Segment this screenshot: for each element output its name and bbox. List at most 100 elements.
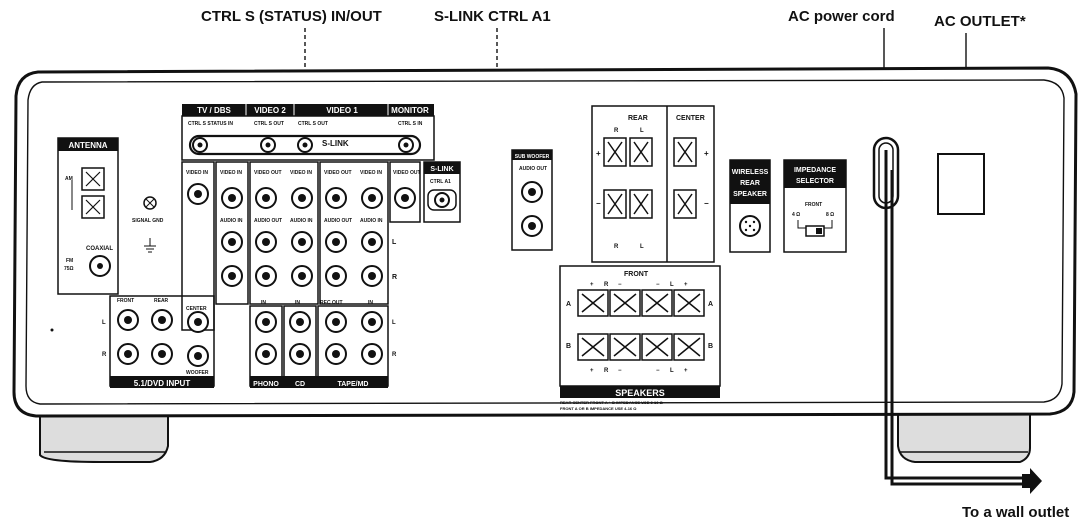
front-b-r-plus-terminal[interactable] bbox=[577, 333, 609, 361]
cd-label: CD bbox=[295, 381, 305, 388]
front-top-plus-r: + bbox=[590, 282, 594, 288]
front-bottom-l-label: L bbox=[670, 368, 674, 374]
phono-cd-tape-section: PHONO CD TAPE/MD IN IN REC OUT IN L R bbox=[249, 300, 397, 388]
center-plus-terminal[interactable] bbox=[673, 137, 697, 167]
front-b-left-label: B bbox=[566, 343, 571, 350]
monitor-video-out-label: VIDEO OUT bbox=[393, 170, 421, 176]
ctrl-s-out-label-v2: CTRL S OUT bbox=[254, 121, 284, 127]
callout-s-link-ctrl: S-LINK CTRL A1 bbox=[434, 8, 551, 25]
front-a-l-plus-terminal[interactable] bbox=[673, 289, 705, 317]
grid-l-label: L bbox=[392, 239, 397, 246]
ctrl-s-row: CTRL S STATUS IN CTRL S OUT CTRL S OUT C… bbox=[181, 115, 435, 161]
front-top-r-label: R bbox=[604, 282, 609, 288]
mon-video-in-label: VIDEO IN bbox=[360, 170, 382, 176]
rear-r-plus-terminal[interactable] bbox=[603, 137, 627, 167]
rear-l-minus-terminal[interactable] bbox=[629, 189, 653, 219]
speakers-label: SPEAKERS bbox=[615, 388, 665, 398]
ac-power-cord[interactable] bbox=[872, 136, 1042, 494]
callout-ac-outlet: AC OUTLET* bbox=[934, 13, 1026, 30]
rear-l-plus-terminal[interactable] bbox=[629, 137, 653, 167]
impedance-8ohm-label: 8 Ω bbox=[826, 212, 834, 218]
av-jack-grid: VIDEO IN VIDEO IN AUDIO IN VIDEO OUT VID… bbox=[181, 161, 421, 331]
ctrl-s-out-label-v1: CTRL S OUT bbox=[298, 121, 328, 127]
sub-woofer-audio-out: SUB WOOFER AUDIO OUT bbox=[511, 149, 553, 251]
wall-outlet-arrow-icon bbox=[1022, 468, 1042, 494]
dvd-woofer-label: WOOFER bbox=[186, 370, 209, 376]
am-terminal-lower[interactable] bbox=[81, 195, 105, 219]
fm-ohm-label: 75Ω bbox=[64, 266, 74, 272]
v2-audio-out-label: AUDIO OUT bbox=[254, 218, 282, 224]
center-minus-terminal[interactable] bbox=[673, 189, 697, 219]
video2-video-in-label: VIDEO IN bbox=[220, 170, 242, 176]
rear-minus-label: − bbox=[596, 199, 601, 208]
tape-r-label: R bbox=[392, 352, 397, 358]
front-a-r-plus-terminal[interactable] bbox=[577, 289, 609, 317]
wireless-label-1: WIRELESS bbox=[732, 169, 769, 176]
front-bottom-plus-l: + bbox=[684, 368, 688, 374]
signal-gnd-screw[interactable] bbox=[143, 196, 157, 210]
rear-r-top-label: R bbox=[614, 128, 619, 134]
front-speaker-label: FRONT bbox=[624, 271, 649, 278]
tape-audio-in-label: AUDIO IN bbox=[360, 218, 383, 224]
v1-video-in-label: VIDEO IN bbox=[290, 170, 312, 176]
feet bbox=[39, 411, 1031, 463]
rear-r-minus-terminal[interactable] bbox=[603, 189, 627, 219]
ground-icon bbox=[144, 238, 156, 253]
center-plus-label: + bbox=[704, 149, 709, 158]
ac-outlet[interactable] bbox=[937, 153, 985, 215]
video1-label: VIDEO 1 bbox=[326, 106, 358, 115]
front-b-l-plus-terminal[interactable] bbox=[673, 333, 705, 361]
monitor-label: MONITOR bbox=[391, 106, 429, 115]
front-speaker-section: FRONT A A B B + R − − L + + R − − L + SP… bbox=[559, 265, 721, 411]
tape-l-label: L bbox=[392, 320, 396, 326]
s-link-bus-outline bbox=[188, 134, 422, 156]
antenna-section: ANTENNA AM COAXIAL FM 75Ω SIGNAL GND bbox=[57, 137, 164, 295]
signal-gnd-label: SIGNAL GND bbox=[132, 218, 164, 224]
impedance-label-2: SELECTOR bbox=[796, 178, 834, 185]
video2-audio-in-label: AUDIO IN bbox=[220, 218, 243, 224]
wireless-label-3: SPEAKER bbox=[733, 191, 767, 198]
front-a-r-minus-terminal[interactable] bbox=[609, 289, 641, 317]
front-bottom-minus-r: − bbox=[618, 368, 622, 374]
panel-dot bbox=[50, 328, 54, 332]
dvd-center-label: CENTER bbox=[186, 306, 207, 312]
front-top-plus-l: + bbox=[684, 282, 688, 288]
front-a-left-label: A bbox=[566, 301, 571, 308]
v2-video-out-label: VIDEO OUT bbox=[254, 170, 282, 176]
front-b-l-minus-terminal[interactable] bbox=[641, 333, 673, 361]
wireless-rear-speaker: WIRELESS REAR SPEAKER bbox=[729, 159, 771, 253]
front-a-right-label: A bbox=[708, 301, 713, 308]
center-minus-label: − bbox=[704, 199, 709, 208]
front-b-r-minus-terminal[interactable] bbox=[609, 333, 641, 361]
center-label: CENTER bbox=[676, 115, 705, 122]
speakers-note-1: REAR CENTER FRONT A + B IMPEDANCE USE 8-… bbox=[560, 400, 664, 405]
dvd-input-label: 5.1/DVD INPUT bbox=[134, 379, 191, 388]
speakers-note-2: FRONT A OR B IMPEDANCE USE 4-16 Ω bbox=[560, 406, 637, 411]
dvd-input-section: 5.1/DVD INPUT FRONT REAR CENTER WOOFER L… bbox=[102, 295, 215, 388]
tape-md-label: TAPE/MD bbox=[338, 381, 369, 388]
impedance-switch[interactable] bbox=[805, 225, 825, 237]
dvd-r-label: R bbox=[102, 352, 107, 358]
front-a-l-minus-terminal[interactable] bbox=[641, 289, 673, 317]
front-top-l-label: L bbox=[670, 282, 674, 288]
front-bottom-r-label: R bbox=[604, 368, 609, 374]
impedance-label-1: IMPEDANCE bbox=[794, 167, 836, 174]
s-link-bus-label: S-LINK bbox=[322, 139, 349, 148]
v1-audio-in-label: AUDIO IN bbox=[290, 218, 313, 224]
front-bottom-minus-l: − bbox=[656, 368, 660, 374]
rear-label: REAR bbox=[628, 115, 648, 122]
rear-l-bottom-label: L bbox=[640, 244, 644, 250]
tape-in-label: IN bbox=[368, 300, 373, 306]
rear-center-speaker-section: REAR CENTER R L + − + − R L bbox=[591, 105, 715, 263]
sub-woofer-audio-out-label: AUDIO OUT bbox=[519, 166, 547, 172]
front-top-minus-l: − bbox=[656, 282, 660, 288]
dvd-l-label: L bbox=[102, 320, 106, 326]
sub-woofer-label: SUB WOOFER bbox=[515, 154, 550, 160]
am-terminal-upper[interactable] bbox=[81, 167, 105, 191]
tape-rec-out-label: REC OUT bbox=[320, 300, 343, 306]
impedance-4ohm-label: 4 Ω bbox=[792, 212, 800, 218]
s-link-box-label: S-LINK bbox=[430, 166, 453, 173]
impedance-front-label: FRONT bbox=[805, 202, 822, 208]
tv-video-in-label: VIDEO IN bbox=[186, 170, 208, 176]
